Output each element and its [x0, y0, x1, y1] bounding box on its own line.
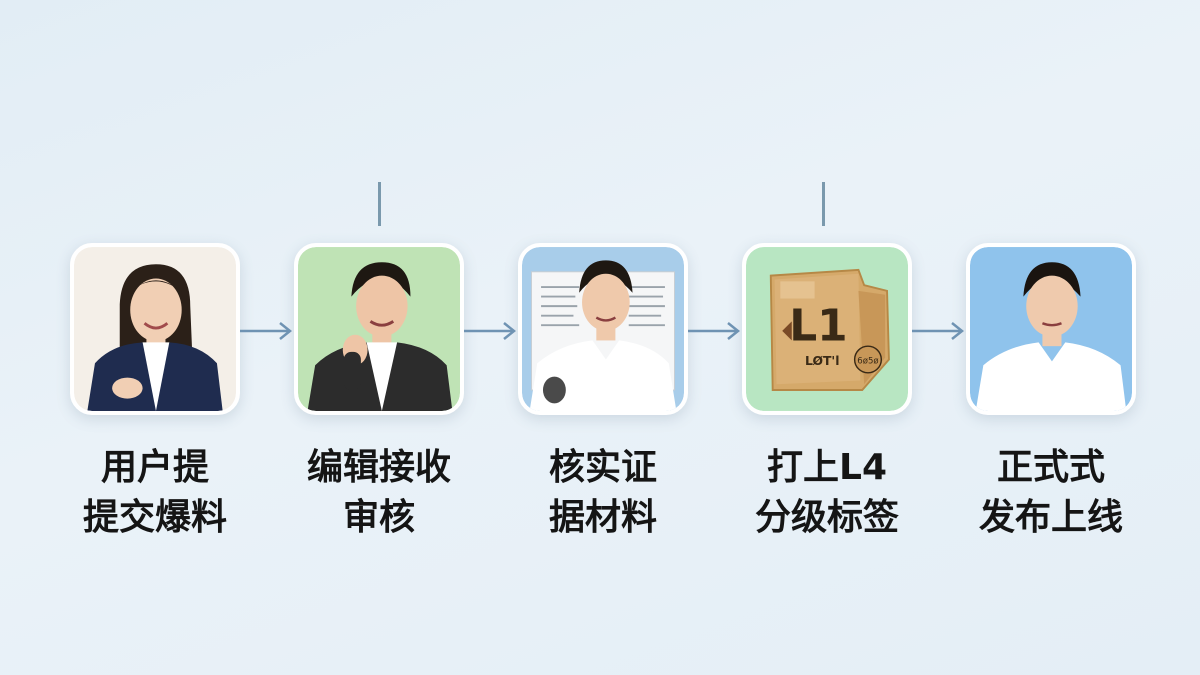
step-label-line1: 用户提 — [100, 447, 209, 488]
step-label: 打上L4 分级标签 — [702, 443, 952, 543]
step-label-line2: 审核 — [342, 497, 415, 538]
step-label: 用户提 提交爆料 — [30, 443, 280, 543]
tag-envelope-icon: L1 LØT'l 6ø5ø — [746, 247, 908, 411]
step-label-line1: 核实证 — [548, 447, 657, 488]
arrow-right-icon — [688, 322, 741, 340]
step-label: 核实证 据材料 — [478, 443, 728, 543]
man-in-white-shirt-photo — [970, 247, 1132, 411]
man-in-blazer-photo — [298, 247, 460, 411]
tag-badge-text: 6ø5ø — [857, 356, 878, 366]
step-card: L1 LØT'l 6ø5ø — [742, 243, 912, 415]
step-card — [70, 243, 240, 415]
step-label-line1: 编辑接收 — [306, 447, 451, 488]
step-label-line1: 打上L4 — [767, 447, 887, 488]
step-label-line2: 提交爆料 — [82, 497, 227, 538]
tag-small-text: LØT'l — [805, 354, 839, 368]
step-card — [294, 243, 464, 415]
arrow-right-icon — [464, 322, 517, 340]
woman-in-suit-photo — [74, 247, 236, 411]
step-card — [966, 243, 1136, 415]
step-label-line1: 正式式 — [996, 447, 1105, 488]
step-label: 正式式 发布上线 — [926, 443, 1176, 543]
man-with-document-photo — [522, 247, 684, 411]
step-card — [518, 243, 688, 415]
step-label-line2: 发布上线 — [978, 497, 1123, 538]
step-label: 编辑接收 审核 — [254, 443, 504, 543]
arrow-right-icon — [240, 322, 293, 340]
connector-tick — [378, 182, 381, 226]
tag-big-text: L1 — [789, 300, 847, 351]
step-label-line2: 据材料 — [548, 497, 657, 538]
step-label-line2: 分级标签 — [754, 497, 899, 538]
arrow-right-icon — [912, 322, 965, 340]
connector-tick — [822, 182, 825, 226]
